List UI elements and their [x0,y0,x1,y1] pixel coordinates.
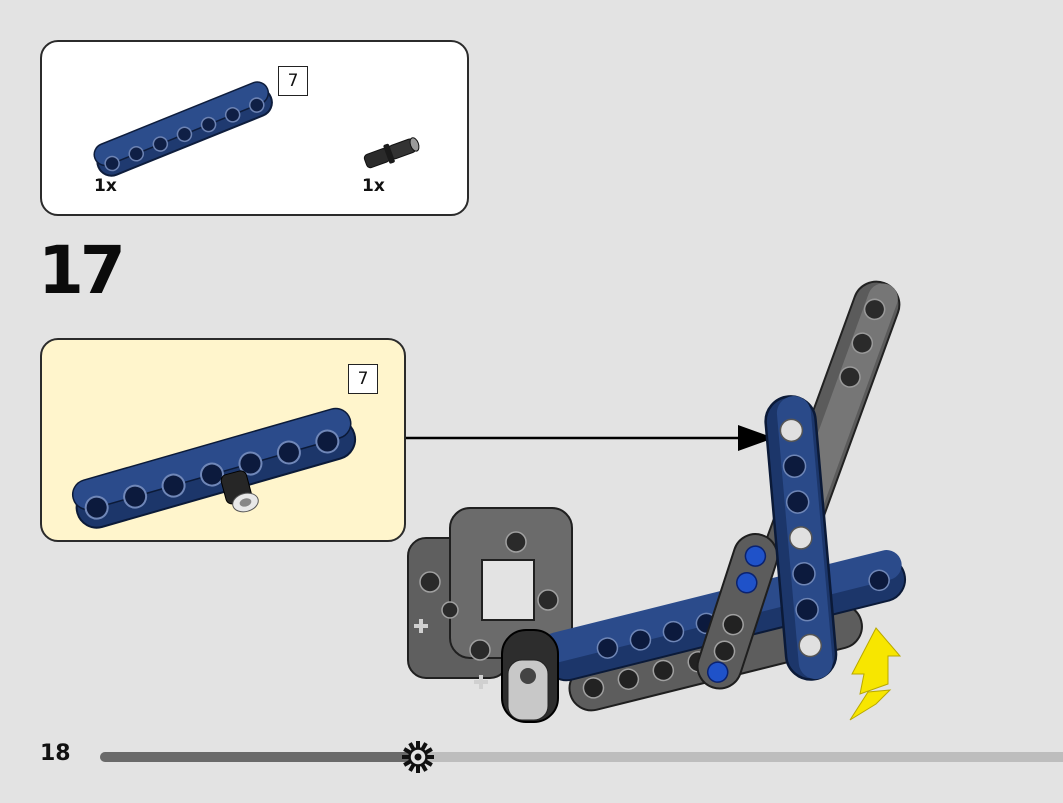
parts-list-box: 7 1x 1x [40,40,469,216]
placement-arrow [406,425,774,451]
progress-bar [100,752,1063,762]
beam-length-badge: 7 [278,66,308,96]
black-pin-part [363,137,420,169]
blue-beam-7-part [93,81,273,177]
rotate-arrow-icon [849,627,902,721]
page-number: 18 [40,741,71,766]
step-number: 17 [38,232,126,309]
subassembly-beam-with-pin [71,407,357,529]
subassembly-callout: 7 [40,338,406,542]
pin-quantity: 1x [362,176,385,196]
gear-icon [401,741,434,773]
beam-quantity: 1x [94,176,117,196]
callout-length-badge: 7 [348,364,378,394]
main-assembly-model [407,280,907,723]
progress-bar-fill [100,752,418,762]
